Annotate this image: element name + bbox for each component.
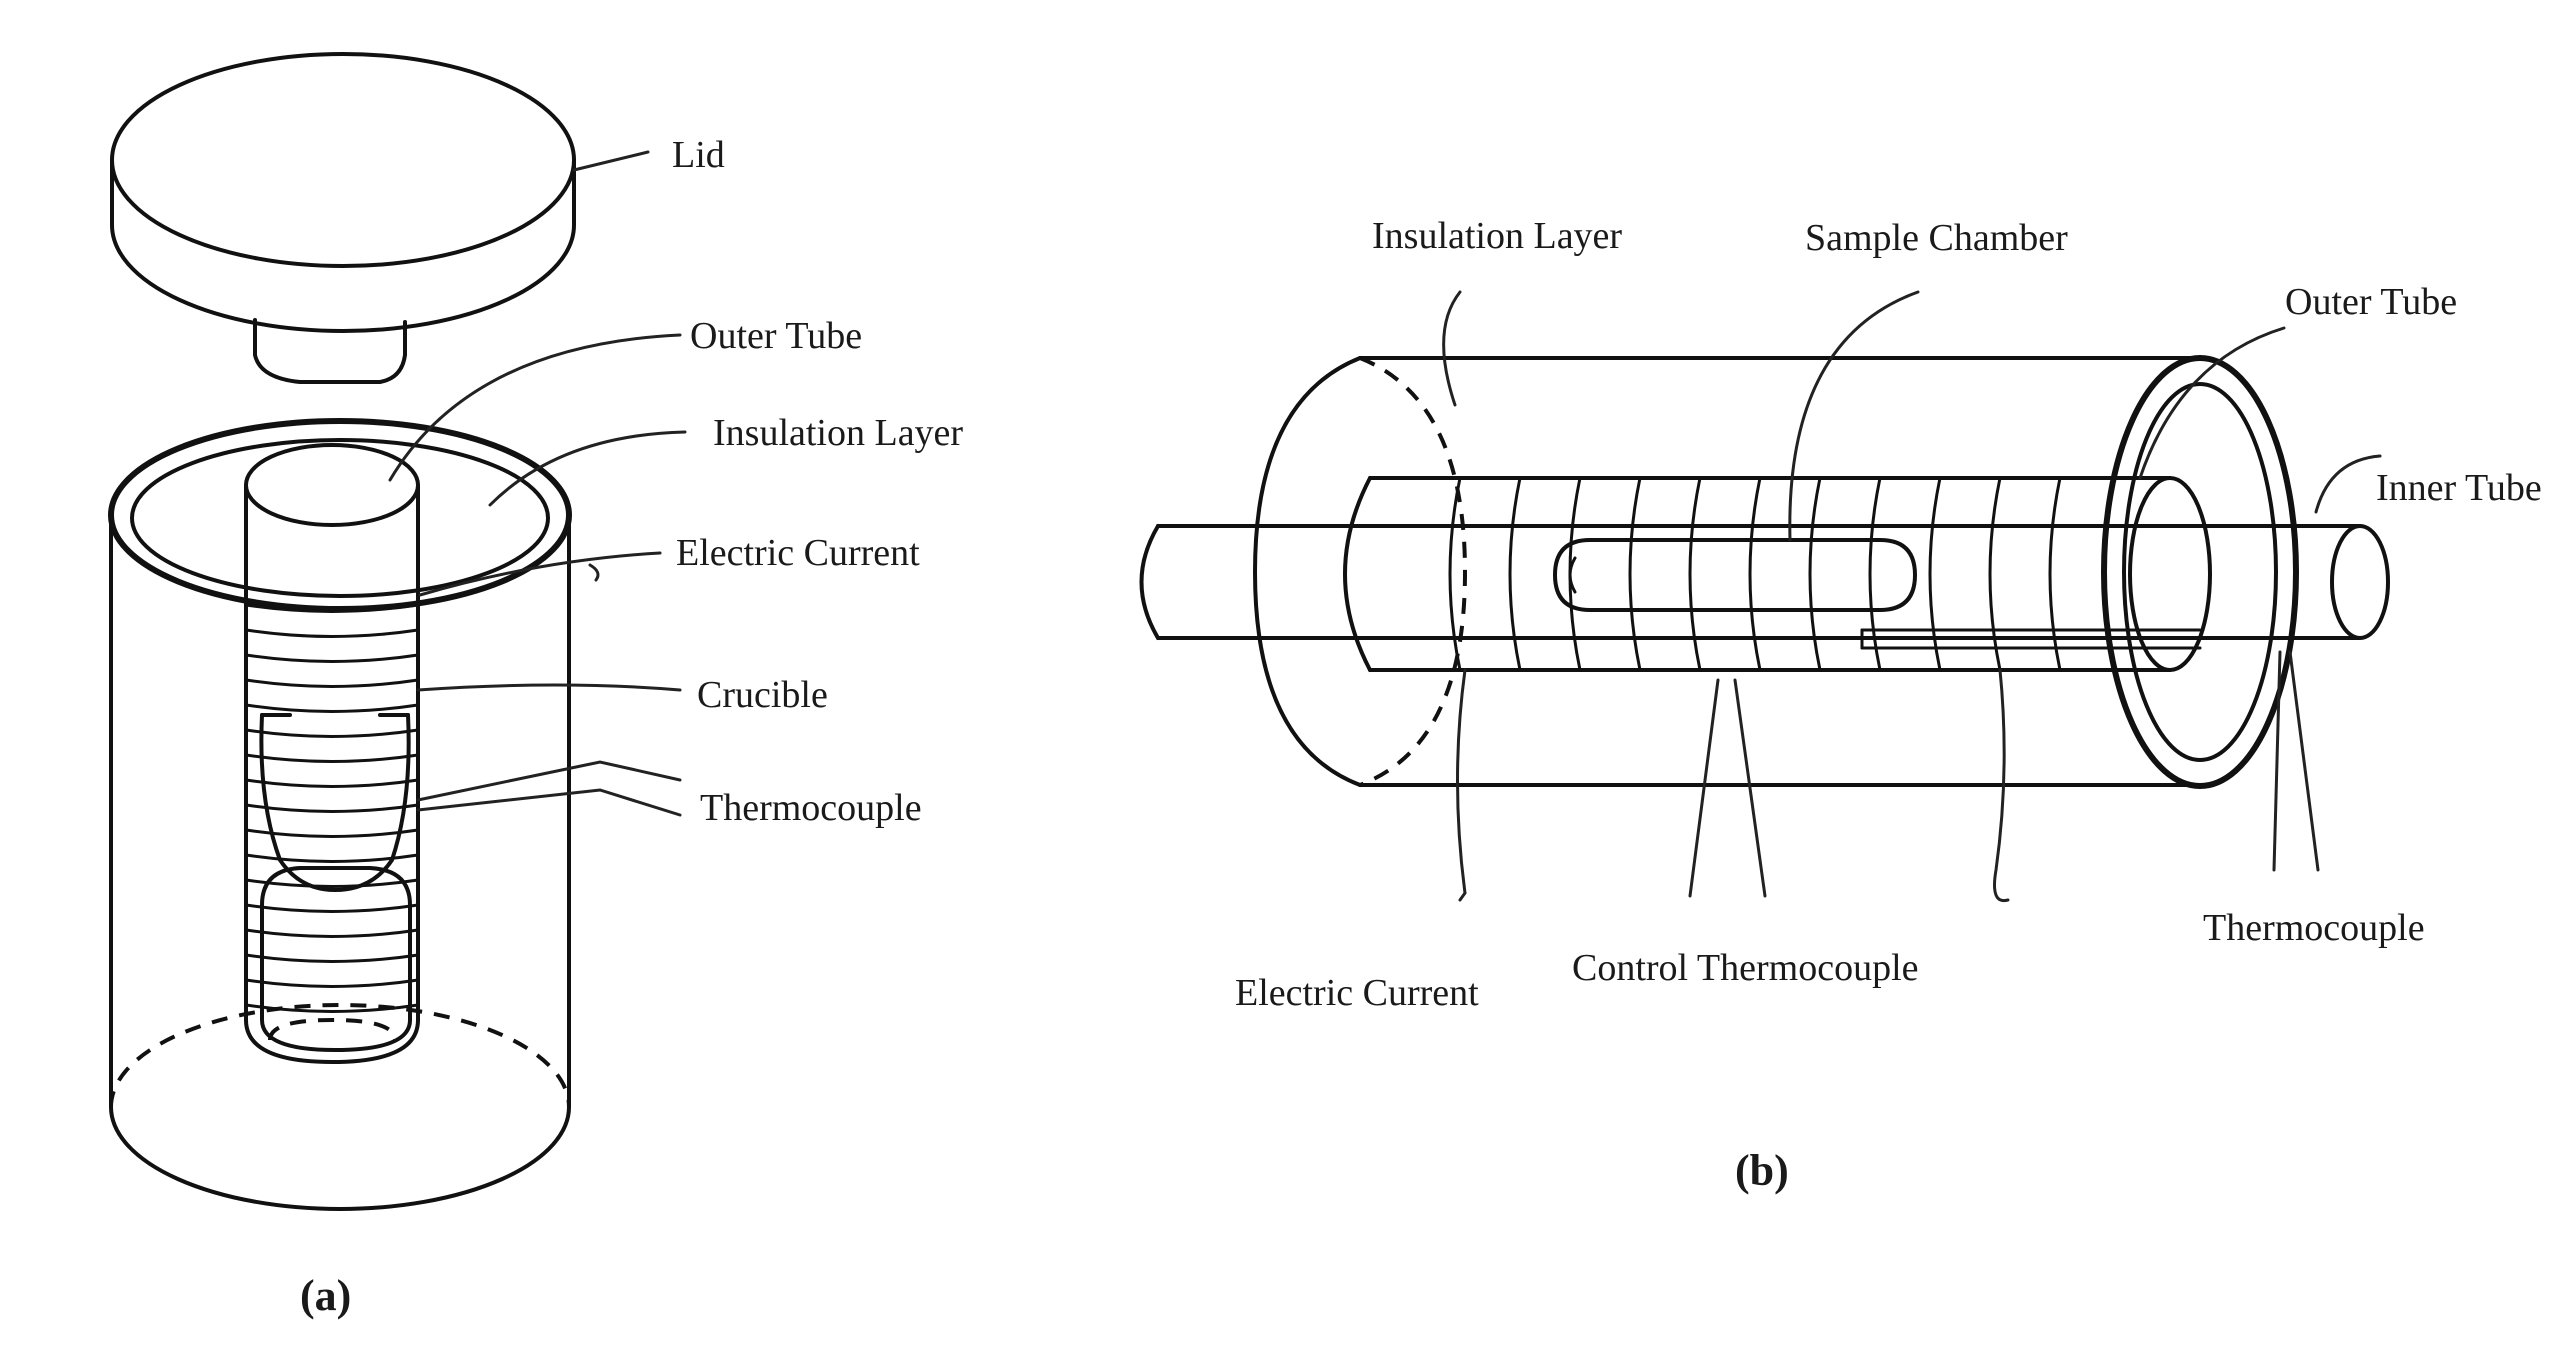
heating-coil-b — [1448, 476, 2062, 672]
label-outer-tube-b: Outer Tube — [2285, 281, 2457, 323]
sample-chamber-drawing — [1553, 538, 1917, 612]
heating-coil-a — [244, 603, 420, 1013]
caption-b: (b) — [1735, 1146, 1789, 1195]
outer-tube-drawing — [108, 418, 572, 1211]
label-lid: Lid — [672, 134, 725, 176]
caption-a: (a) — [300, 1271, 351, 1320]
label-thermocouple-b: Thermocouple — [2203, 907, 2425, 949]
furnace-tube-drawing — [1343, 476, 2212, 672]
label-outer-tube-a: Outer Tube — [690, 315, 862, 357]
crucible-drawing — [259, 713, 412, 1052]
inner-tube-drawing — [244, 443, 420, 1064]
label-insulation-layer-a: Insulation Layer — [713, 412, 963, 454]
label-electric-current-b: Electric Current — [1235, 972, 1479, 1014]
figure-a: Lid Outer Tube Insulation Layer Electric… — [108, 52, 963, 1320]
label-control-thermocouple: Control Thermocouple — [1572, 947, 1919, 989]
label-insulation-layer-b: Insulation Layer — [1372, 215, 1622, 257]
inner-tube-b-drawing — [1139, 524, 2390, 640]
outer-cylinder-drawing — [1253, 355, 2299, 789]
thermocouple-rod-drawing — [1860, 628, 2202, 650]
label-crucible: Crucible — [697, 674, 828, 716]
label-thermocouple-a: Thermocouple — [700, 787, 922, 829]
label-sample-chamber: Sample Chamber — [1805, 217, 2068, 259]
figure-b: Insulation Layer Sample Chamber Outer Tu… — [1139, 215, 2542, 1195]
leaders-a — [388, 150, 687, 817]
lid-drawing — [110, 52, 576, 384]
label-inner-tube: Inner Tube — [2376, 467, 2542, 509]
label-electric-current-a: Electric Current — [676, 532, 920, 574]
leaders-b — [1442, 290, 2382, 903]
